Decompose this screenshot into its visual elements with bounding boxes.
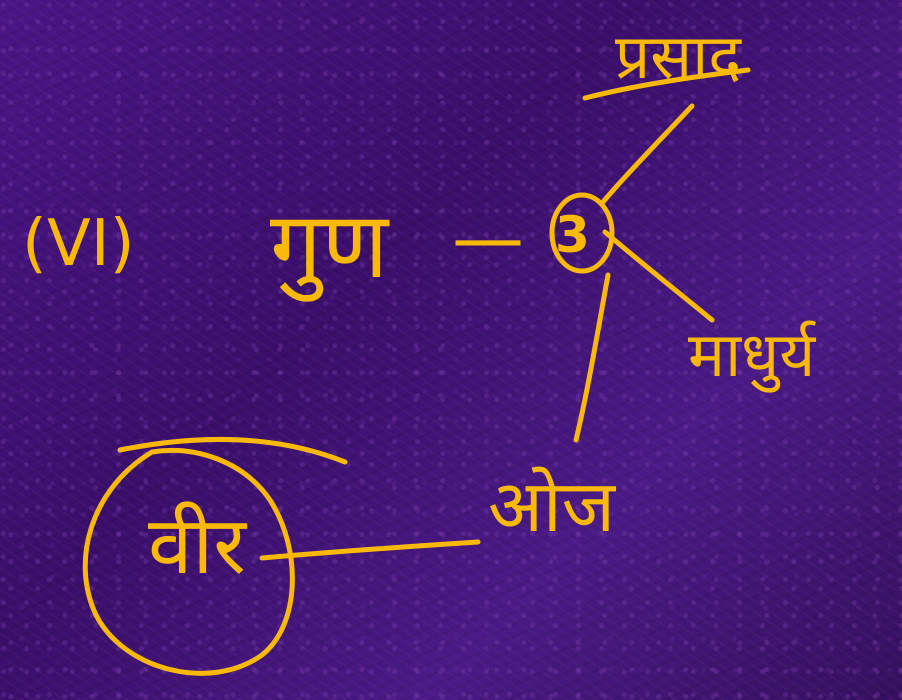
count-number: 3: [555, 206, 590, 264]
type-label-oj: ओज: [488, 464, 616, 548]
roman-numeral-label: (VI): [22, 207, 135, 281]
veer-circle: [82, 447, 295, 676]
type-label-madhurya: माधुर्य: [688, 318, 816, 391]
rasa-label-veer: वीर: [148, 499, 246, 592]
count-circle: [549, 192, 615, 274]
type-label-prasad: प्रसाद: [615, 20, 742, 93]
branch-line-prasad: [600, 103, 695, 205]
dash-separator: —: [452, 196, 524, 280]
branch-line-oj: [573, 272, 611, 443]
veer-overline: [117, 436, 348, 465]
branch-line-madhurya: [602, 229, 715, 323]
connector-line-veer-oj: [259, 539, 481, 561]
topic-label: गुण: [270, 192, 389, 299]
prasad-underline: [582, 67, 751, 101]
